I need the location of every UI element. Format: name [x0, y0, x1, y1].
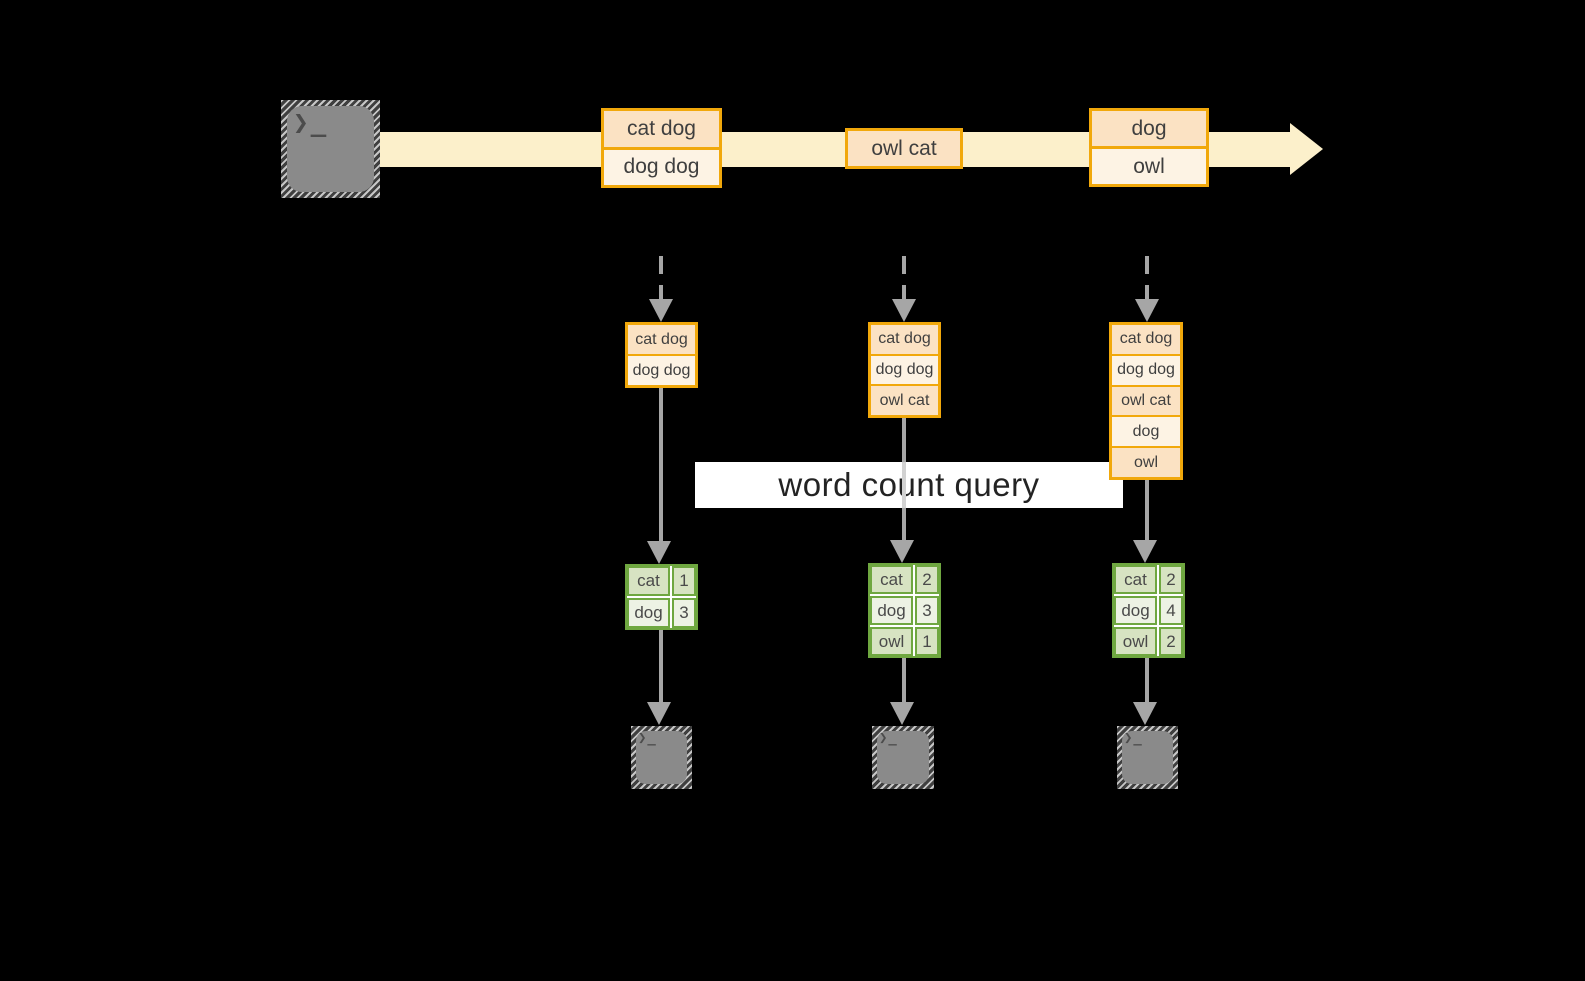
query-label: word count query: [778, 466, 1040, 503]
event-line: dog dog: [604, 149, 719, 185]
word-cell: cat: [870, 565, 913, 594]
stream-event-box-2: owl cat: [845, 128, 963, 169]
sink-arrow-head-icon: [1133, 702, 1157, 725]
dashed-arrow-line: [902, 256, 906, 300]
terminal-prompt-icon: ❯_: [293, 108, 329, 138]
word-cell: cat: [627, 566, 670, 596]
count-cell: 3: [915, 596, 939, 625]
input-line: owl cat: [871, 386, 938, 416]
event-line: owl cat: [848, 131, 960, 166]
query-label-band: word count query: [695, 462, 1123, 508]
accumulated-input-box-3: cat dog dog dog owl cat dog owl: [1109, 322, 1183, 480]
query-arrow-head-icon: [1133, 540, 1157, 563]
count-cell: 1: [915, 627, 939, 656]
input-line: owl: [1112, 448, 1180, 477]
sink-terminal-icon: ❯_: [631, 726, 692, 789]
count-cell: 4: [1159, 596, 1183, 625]
terminal-prompt-icon: ❯_: [879, 730, 898, 746]
word-cell: cat: [1114, 565, 1157, 594]
sink-terminal-icon: ❯_: [1117, 726, 1178, 789]
count-cell: 2: [915, 565, 939, 594]
sink-terminal-icon: ❯_: [872, 726, 934, 789]
input-line: owl cat: [1112, 386, 1180, 418]
count-cell: 3: [672, 598, 696, 628]
dashed-arrow-head-icon: [1135, 299, 1159, 322]
event-line: cat dog: [604, 111, 719, 150]
input-line: dog: [1112, 417, 1180, 449]
stream-event-box-3: dog owl: [1089, 108, 1209, 187]
input-line: cat dog: [1112, 325, 1180, 356]
dashed-arrow-line: [659, 256, 663, 300]
input-line: dog dog: [1112, 355, 1180, 387]
sink-arrow-head-icon: [890, 702, 914, 725]
word-cell: dog: [1114, 596, 1157, 625]
count-cell: 1: [672, 566, 696, 596]
input-line: cat dog: [871, 325, 938, 356]
query-arrow-line: [1145, 478, 1149, 541]
result-table-1: cat 1 dog 3: [625, 564, 698, 630]
dashed-arrow-line: [1145, 256, 1149, 300]
input-line: cat dog: [628, 325, 695, 356]
source-terminal-icon: ❯_: [281, 100, 380, 198]
arrow-through-band: [902, 462, 906, 508]
result-table-3: cat 2 dog 4 owl 2: [1112, 563, 1185, 658]
accumulated-input-box-1: cat dog dog dog: [625, 322, 698, 388]
word-cell: owl: [1114, 627, 1157, 656]
count-cell: 2: [1159, 565, 1183, 594]
input-line: dog dog: [871, 355, 938, 387]
sink-arrow-line: [659, 630, 663, 703]
event-line: dog: [1092, 111, 1206, 149]
accumulated-input-box-2: cat dog dog dog owl cat: [868, 322, 941, 418]
query-arrow-head-icon: [890, 540, 914, 563]
sink-arrow-line: [1145, 658, 1149, 703]
terminal-prompt-icon: ❯_: [638, 730, 657, 746]
terminal-screen: [287, 106, 374, 192]
event-line: owl: [1092, 149, 1206, 184]
dashed-arrow-head-icon: [649, 299, 673, 322]
terminal-screen: [636, 731, 687, 784]
sink-arrow-line: [902, 658, 906, 703]
input-line: dog dog: [628, 356, 695, 385]
query-arrow-head-icon: [647, 541, 671, 564]
terminal-screen: [877, 731, 929, 784]
stream-event-box-1: cat dog dog dog: [601, 108, 722, 188]
stream-timeline-arrowhead-icon: [1290, 123, 1323, 175]
terminal-prompt-icon: ❯_: [1124, 730, 1143, 746]
result-table-2: cat 2 dog 3 owl 1: [868, 563, 941, 658]
sink-arrow-head-icon: [647, 702, 671, 725]
count-cell: 2: [1159, 627, 1183, 656]
dashed-arrow-head-icon: [892, 299, 916, 322]
query-arrow-line: [659, 386, 663, 542]
word-cell: owl: [870, 627, 913, 656]
word-cell: dog: [627, 598, 670, 628]
word-cell: dog: [870, 596, 913, 625]
terminal-screen: [1122, 731, 1173, 784]
